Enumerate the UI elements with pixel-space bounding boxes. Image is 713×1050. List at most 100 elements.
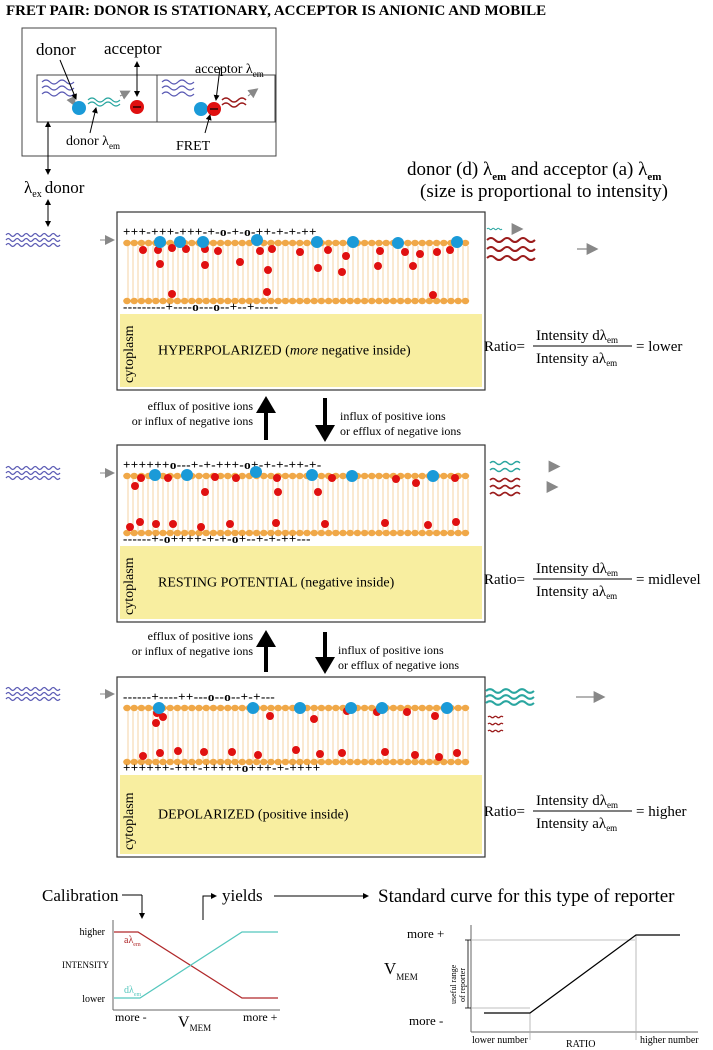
acceptor-molecule bbox=[314, 264, 322, 272]
acceptor-molecule bbox=[156, 749, 164, 757]
calibration-acceptor-label: aλem bbox=[124, 935, 141, 948]
standard-curve-x-mid: RATIO bbox=[566, 1039, 595, 1050]
standard-curve-y-minus: more - bbox=[409, 1013, 443, 1028]
acceptor-molecule bbox=[136, 518, 144, 526]
donor-emission-wave bbox=[485, 694, 535, 700]
calibration-ylabel: INTENSITY bbox=[62, 960, 109, 970]
acceptor-molecule bbox=[381, 519, 389, 527]
excitation-wave bbox=[5, 237, 61, 243]
transition-2-down-line2: or efflux of negative ions bbox=[338, 658, 459, 672]
excitation-wave bbox=[5, 475, 61, 481]
standard-curve-useful-range-label-2: of reporter bbox=[458, 968, 467, 1002]
acceptor-molecule bbox=[201, 261, 209, 269]
donor-molecule bbox=[441, 702, 453, 714]
transition-2-down-line1: influx of positive ions bbox=[338, 643, 444, 657]
donor-molecule bbox=[311, 236, 323, 248]
acceptor-molecule bbox=[174, 747, 182, 755]
acceptor-molecule bbox=[139, 246, 147, 254]
donor-emission-wave bbox=[489, 467, 521, 473]
donor-molecule bbox=[346, 470, 358, 482]
yields-label: yields bbox=[222, 886, 263, 905]
calibration-y-low: lower bbox=[82, 994, 105, 1005]
acceptor-molecule bbox=[201, 488, 209, 496]
donor-molecule bbox=[174, 236, 186, 248]
acceptor-molecule bbox=[321, 520, 329, 528]
acceptor-emission-wave bbox=[486, 255, 536, 261]
acceptor-molecule bbox=[338, 268, 346, 276]
cytoplasm-label: cytoplasm bbox=[122, 557, 137, 615]
acceptor-molecule bbox=[159, 713, 167, 721]
legend-acceptor-label: acceptor bbox=[104, 39, 162, 58]
transition-1-down-line1: influx of positive ions bbox=[340, 409, 446, 423]
acceptor-molecule bbox=[169, 520, 177, 528]
transition-1-up-line1: efflux of positive ions bbox=[148, 399, 254, 413]
ratio-prefix: Ratio= bbox=[484, 572, 525, 588]
page-title: FRET PAIR: DONOR IS STATIONARY, ACCEPTOR… bbox=[6, 3, 546, 19]
donor-molecule bbox=[181, 469, 193, 481]
acceptor-molecule bbox=[446, 246, 454, 254]
ratio-numerator: Intensity dλem bbox=[536, 793, 618, 810]
donor-molecule bbox=[427, 470, 439, 482]
calibration-y-high: higher bbox=[79, 927, 105, 938]
standard-curve-useful-range-label-1: useful range bbox=[449, 964, 458, 1004]
cytoplasm-label: cytoplasm bbox=[122, 325, 137, 383]
acceptor-molecule bbox=[152, 719, 160, 727]
acceptor-molecule bbox=[256, 247, 264, 255]
acceptor-molecule bbox=[401, 248, 409, 256]
legend-acceptor-em-label: acceptor λem bbox=[195, 62, 264, 79]
acceptor-molecule bbox=[409, 262, 417, 270]
panel-2: ++++++o---+-+-+++-o+-+-+-++-+-------+-o+… bbox=[5, 444, 701, 623]
standard-curve-line bbox=[484, 934, 680, 1014]
donor-molecule bbox=[250, 466, 262, 478]
donor-emission-wave bbox=[489, 460, 521, 466]
excitation-wave bbox=[5, 696, 61, 702]
transition-2: efflux of positive ions or influx of neg… bbox=[132, 629, 459, 674]
donor-molecule bbox=[345, 702, 357, 714]
acceptor-molecule bbox=[433, 248, 441, 256]
standard-curve-ylabel: VMEM bbox=[384, 959, 418, 982]
transition-2-up-line2: or influx of negative ions bbox=[132, 644, 254, 658]
acceptor-molecule bbox=[264, 266, 272, 274]
standard-curve-x-left: lower number bbox=[472, 1035, 528, 1046]
donor-molecule bbox=[294, 702, 306, 714]
top-charge-row: ++++++o---+-+-+++-o+-+-+-++-+- bbox=[123, 457, 322, 472]
calibration-x-plus: more + bbox=[243, 1010, 278, 1024]
acceptor-molecule bbox=[342, 252, 350, 260]
ratio-denominator: Intensity aλem bbox=[536, 816, 617, 833]
top-charge-row: +++-+++-+++-+-o-+-o-++-+-+-++ bbox=[123, 224, 317, 239]
emission-header-line1: donor (d) λem and acceptor (a) λem bbox=[407, 159, 661, 183]
membrane-panels: +++-+++-+++-+-o-+-o-++-+-+-++---------+-… bbox=[5, 211, 701, 858]
acceptor-molecule bbox=[126, 523, 134, 531]
ratio-value: = midlevel bbox=[636, 572, 701, 588]
acceptor-emission-wave bbox=[489, 477, 521, 483]
acceptor-molecule bbox=[316, 750, 324, 758]
donor-molecule bbox=[392, 237, 404, 249]
acceptor-molecule bbox=[411, 751, 419, 759]
donor-molecule bbox=[347, 236, 359, 248]
bottom-charge-row: ++++++-+++-+++++o+++-+-++++ bbox=[123, 760, 321, 775]
acceptor-molecule bbox=[197, 523, 205, 531]
acceptor-molecule bbox=[266, 712, 274, 720]
legend-fret-label: FRET bbox=[176, 139, 211, 154]
donor-molecule bbox=[451, 236, 463, 248]
acceptor-molecule bbox=[268, 245, 276, 253]
acceptor-molecule bbox=[226, 520, 234, 528]
calibration-donor-label: dλem bbox=[124, 985, 142, 998]
legend-donor-label: donor bbox=[36, 40, 76, 59]
donor-emission-wave bbox=[485, 700, 535, 706]
acceptor-molecule bbox=[374, 262, 382, 270]
acceptor-molecule bbox=[292, 746, 300, 754]
lipid-heads bbox=[123, 704, 470, 766]
acceptor-emission-wave bbox=[489, 491, 521, 497]
cytoplasm-region bbox=[120, 775, 482, 854]
excitation-wave bbox=[5, 686, 61, 692]
ratio-prefix: Ratio= bbox=[484, 804, 525, 820]
acceptor-molecule bbox=[254, 751, 262, 759]
acceptor-molecule bbox=[431, 712, 439, 720]
acceptor-molecule bbox=[272, 519, 280, 527]
lipid-tails bbox=[127, 479, 469, 531]
acceptor-emission-wave bbox=[489, 484, 521, 490]
ratio-numerator: Intensity dλem bbox=[536, 328, 618, 345]
acceptor-molecule bbox=[236, 258, 244, 266]
